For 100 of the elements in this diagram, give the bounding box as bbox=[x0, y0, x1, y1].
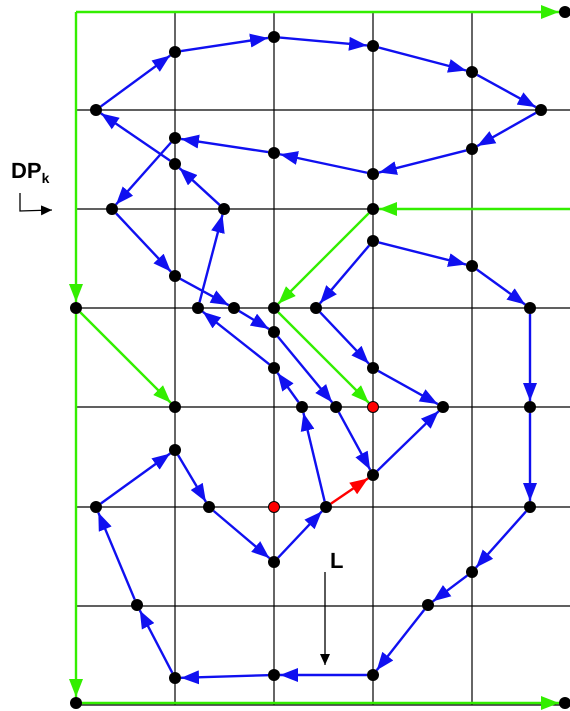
dot bbox=[330, 401, 342, 413]
arrow bbox=[277, 510, 323, 558]
dot bbox=[367, 669, 379, 681]
arrow bbox=[376, 410, 440, 472]
arrow bbox=[180, 278, 230, 306]
axis-label: DP$_{k}$ bbox=[11, 160, 50, 185]
arrow bbox=[177, 454, 207, 502]
dot bbox=[203, 501, 215, 513]
arrow bbox=[319, 312, 370, 364]
dot bbox=[169, 270, 181, 282]
dot bbox=[367, 235, 379, 247]
dot bbox=[70, 302, 82, 314]
arrow bbox=[330, 477, 369, 505]
dot bbox=[367, 362, 379, 374]
arrow bbox=[379, 202, 570, 216]
dot bbox=[106, 203, 118, 215]
dot bbox=[268, 501, 280, 513]
dot bbox=[131, 599, 143, 611]
arrow bbox=[475, 510, 527, 568]
arrow bbox=[79, 311, 172, 404]
arrow bbox=[277, 311, 370, 404]
dot bbox=[320, 501, 332, 513]
dot bbox=[268, 362, 280, 374]
dot bbox=[169, 46, 181, 58]
arrow bbox=[280, 36, 368, 51]
dot bbox=[524, 302, 536, 314]
dot bbox=[535, 104, 547, 116]
arrow bbox=[523, 413, 537, 501]
dot bbox=[466, 566, 478, 578]
dot bbox=[437, 401, 449, 413]
arrow bbox=[378, 149, 466, 175]
arrow bbox=[432, 574, 468, 602]
arrow bbox=[180, 134, 268, 154]
dot bbox=[169, 444, 181, 456]
arrow bbox=[276, 372, 300, 403]
dot bbox=[218, 203, 230, 215]
dot bbox=[192, 302, 204, 314]
arrow bbox=[378, 46, 466, 73]
dot bbox=[466, 143, 478, 155]
arrow bbox=[300, 412, 326, 502]
arrow bbox=[198, 214, 225, 302]
arrow bbox=[476, 112, 536, 148]
dot bbox=[228, 302, 240, 314]
arrow bbox=[338, 412, 372, 470]
dot bbox=[268, 326, 280, 338]
dot bbox=[559, 697, 570, 709]
arrow bbox=[69, 12, 83, 302]
dot bbox=[169, 401, 181, 413]
dot bbox=[296, 401, 308, 413]
dot bbox=[268, 31, 280, 43]
dot bbox=[466, 66, 478, 78]
dot bbox=[367, 203, 379, 215]
dot bbox=[524, 501, 536, 513]
arrow bbox=[378, 241, 466, 267]
arrow bbox=[82, 696, 559, 710]
arrow bbox=[180, 34, 268, 52]
arrow bbox=[280, 668, 367, 682]
arrow bbox=[523, 314, 537, 401]
dot bbox=[90, 104, 102, 116]
dot bbox=[367, 401, 379, 413]
dot bbox=[367, 168, 379, 180]
arrow bbox=[376, 608, 426, 672]
arrow bbox=[476, 268, 526, 306]
arrow bbox=[138, 610, 174, 674]
arrow bbox=[115, 142, 172, 206]
arrow bbox=[318, 244, 370, 304]
dot bbox=[70, 697, 82, 709]
dot bbox=[524, 401, 536, 413]
axis-label: L bbox=[330, 550, 344, 572]
arrow bbox=[100, 452, 171, 504]
arrow bbox=[277, 212, 370, 305]
dot bbox=[367, 469, 379, 481]
dot bbox=[268, 147, 280, 159]
arrow bbox=[476, 74, 536, 108]
dot bbox=[422, 599, 434, 611]
dot bbox=[268, 302, 280, 314]
arrow bbox=[100, 54, 171, 108]
arrow bbox=[276, 336, 334, 404]
arrow bbox=[378, 370, 438, 406]
arrow bbox=[76, 5, 559, 19]
arrow bbox=[202, 310, 270, 366]
dot bbox=[268, 669, 280, 681]
arrow bbox=[280, 151, 368, 174]
dot bbox=[466, 260, 478, 272]
arrow bbox=[97, 512, 136, 600]
arrow bbox=[212, 510, 270, 560]
dot bbox=[268, 556, 280, 568]
dot bbox=[169, 132, 181, 144]
arrow bbox=[180, 670, 268, 684]
arrow bbox=[115, 212, 172, 272]
arrow bbox=[238, 310, 270, 330]
arrow bbox=[178, 167, 220, 206]
arrow bbox=[100, 112, 171, 162]
dot bbox=[169, 672, 181, 684]
arrow bbox=[69, 314, 83, 697]
dot bbox=[367, 40, 379, 52]
dot bbox=[310, 302, 322, 314]
dot bbox=[559, 6, 570, 18]
dot bbox=[169, 158, 181, 170]
dot bbox=[90, 501, 102, 513]
